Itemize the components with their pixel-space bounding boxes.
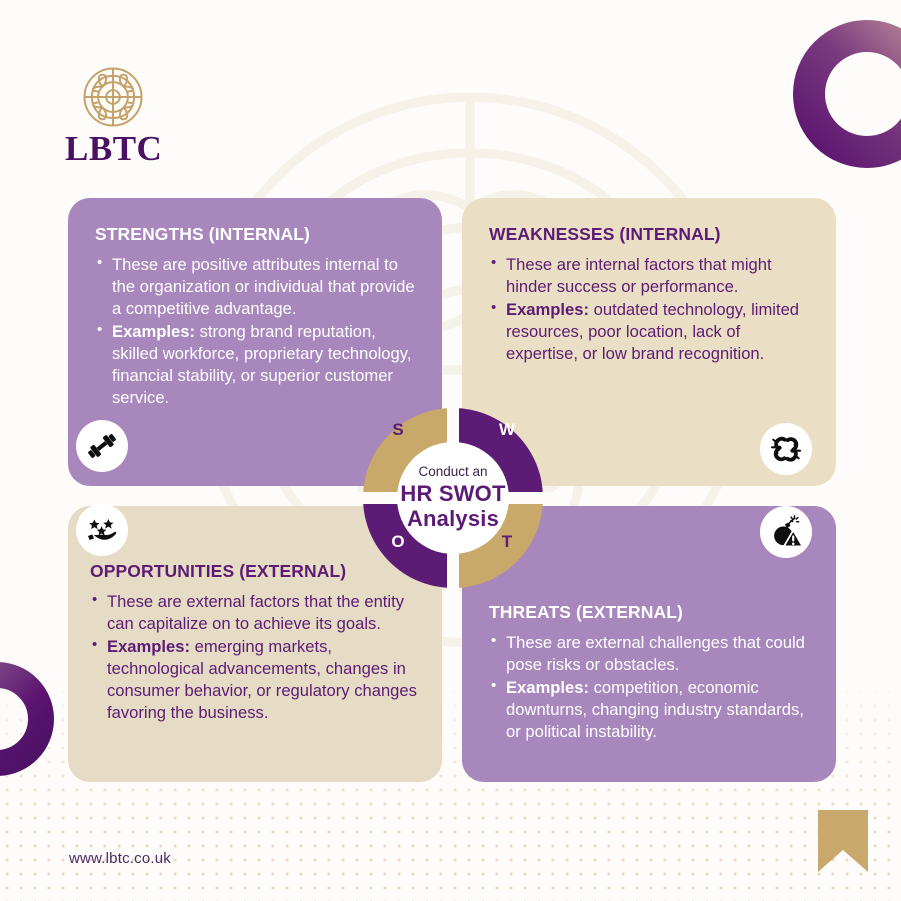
bullet-text: These are positive attributes internal t… xyxy=(112,255,415,319)
bullet-lead: Examples: xyxy=(506,678,590,698)
hub-pre-label: Conduct an xyxy=(418,464,488,480)
hub-title-line1: HR SWOT xyxy=(400,481,506,507)
bullet-text: strong brand reputation, skilled workfor… xyxy=(112,322,412,408)
hand-holding-stars-icon xyxy=(76,504,128,556)
bullet-text: These are external challenges that could… xyxy=(506,633,805,675)
quadrant-threats-list: These are external challenges that could… xyxy=(489,631,812,743)
quadrant-opportunities-list: These are external factors that the enti… xyxy=(90,590,418,724)
list-item: Examples: emerging markets, technologica… xyxy=(90,635,418,724)
list-item: These are external factors that the enti… xyxy=(90,590,418,635)
quadrant-strengths-list: These are positive attributes internal t… xyxy=(95,253,418,409)
bullet-text: These are external factors that the enti… xyxy=(107,592,405,634)
quadrant-opportunities: OPPORTUNITIES (EXTERNAL) These are exter… xyxy=(68,506,442,782)
dumbbell-icon xyxy=(76,420,128,472)
list-item: Examples: competition, economic downturn… xyxy=(489,676,812,743)
footer-website-url[interactable]: www.lbtc.co.uk xyxy=(69,850,171,867)
quadrant-strengths-title: STRENGTHS (INTERNAL) xyxy=(95,224,310,244)
brand-logo: LBTC xyxy=(62,66,232,166)
ring-left-decoration xyxy=(0,660,56,778)
bullet-lead: Examples: xyxy=(112,322,196,342)
list-item: These are internal factors that might hi… xyxy=(489,253,812,298)
quadrant-weaknesses-list: These are internal factors that might hi… xyxy=(489,253,812,365)
list-item: Examples: outdated technology, limited r… xyxy=(489,298,812,365)
quadrant-strengths: STRENGTHS (INTERNAL) These are positive … xyxy=(68,198,442,486)
hub-ring-graphic xyxy=(355,400,551,596)
bullet-text: emerging markets, technological advancem… xyxy=(107,637,417,723)
bomb-warning-icon xyxy=(760,506,812,558)
hub-letter-o: O xyxy=(391,532,405,551)
quadrant-weaknesses-title: WEAKNESSES (INTERNAL) xyxy=(489,224,721,244)
broken-chain-icon xyxy=(760,423,812,475)
bullet-text: competition, economic downturns, changin… xyxy=(506,678,804,742)
hub-letter-w: W xyxy=(498,420,516,439)
quadrant-threats-title: THREATS (EXTERNAL) xyxy=(489,602,683,622)
hub-letter-s: S xyxy=(392,420,404,439)
brand-wordmark: LBTC xyxy=(65,129,163,168)
list-item: These are external challenges that could… xyxy=(489,631,812,676)
bullet-lead: Examples: xyxy=(506,300,590,320)
bullet-text: These are internal factors that might hi… xyxy=(506,255,772,297)
bullet-lead: Examples: xyxy=(107,637,191,657)
list-item: Examples: strong brand reputation, skill… xyxy=(95,320,418,409)
bullet-text: outdated technology, limited resources, … xyxy=(506,300,800,364)
quadrant-opportunities-title: OPPORTUNITIES (EXTERNAL) xyxy=(90,561,347,581)
hub-text-block: Conduct an HR SWOT Analysis xyxy=(355,400,551,596)
swot-center-hub: S W O T Conduct an HR SWOT Analysis xyxy=(355,400,551,596)
hub-letter-t: T xyxy=(501,532,513,551)
hub-title-line2: Analysis xyxy=(406,506,500,532)
ring-top-right-decoration xyxy=(791,18,901,170)
gold-bookmark-icon xyxy=(818,810,868,872)
celtic-knot-circle-icon xyxy=(82,66,144,128)
list-item: These are positive attributes internal t… xyxy=(95,253,418,320)
